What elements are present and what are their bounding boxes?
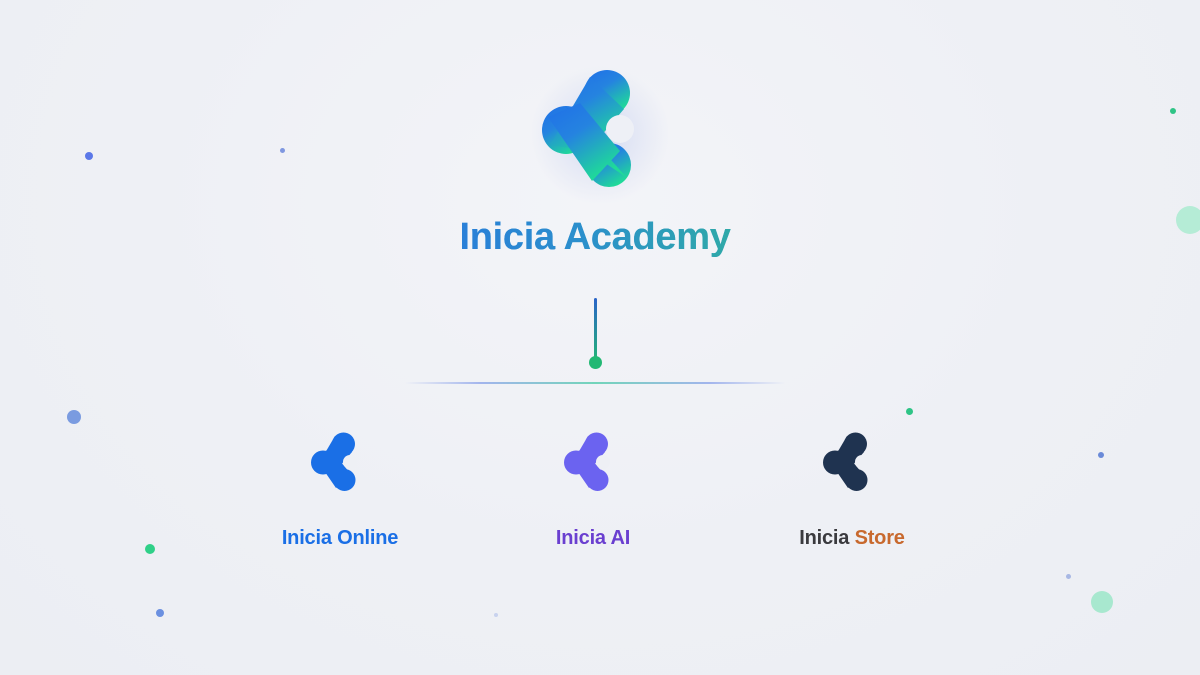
brand-name-prefix: Inicia [799,527,855,549]
brand-name: Inicia AI [555,527,631,549]
connector-bar [405,382,785,384]
brand-label: Inicia Online [240,527,440,550]
decor-dot [905,407,913,415]
brand-inicia-store[interactable]: Inicia Store [752,425,952,550]
brand-name: Inicia Online [281,527,399,549]
brand-label: Inicia AI [493,527,693,550]
decor-dot [85,152,93,160]
brand-inicia-ai[interactable]: Inicia AI [493,425,693,550]
title-text: Inicia Academy [459,216,731,258]
decor-dot [145,544,155,554]
page-title: Inicia Academy [0,216,1190,259]
brand-label: Inicia Store [752,527,952,550]
decor-dot [1098,452,1104,458]
decor-dot [67,410,81,424]
decor-dot [1176,206,1200,234]
share-nodes-icon [311,432,357,491]
decor-dot [1065,573,1071,579]
brand-name-suffix: Store [854,527,905,549]
share-nodes-icon [542,70,634,187]
decor-dot [156,609,164,617]
connector-node [589,356,602,369]
decor-dot [279,147,285,153]
decor-dot [494,613,498,617]
decor-dot [1091,591,1113,613]
connector-stem [594,298,597,358]
share-nodes-icon [564,432,610,491]
brand-inicia-online[interactable]: Inicia Online [240,425,440,550]
decor-dot [1170,108,1176,114]
share-nodes-icon [823,432,869,491]
main-logo [520,55,680,215]
